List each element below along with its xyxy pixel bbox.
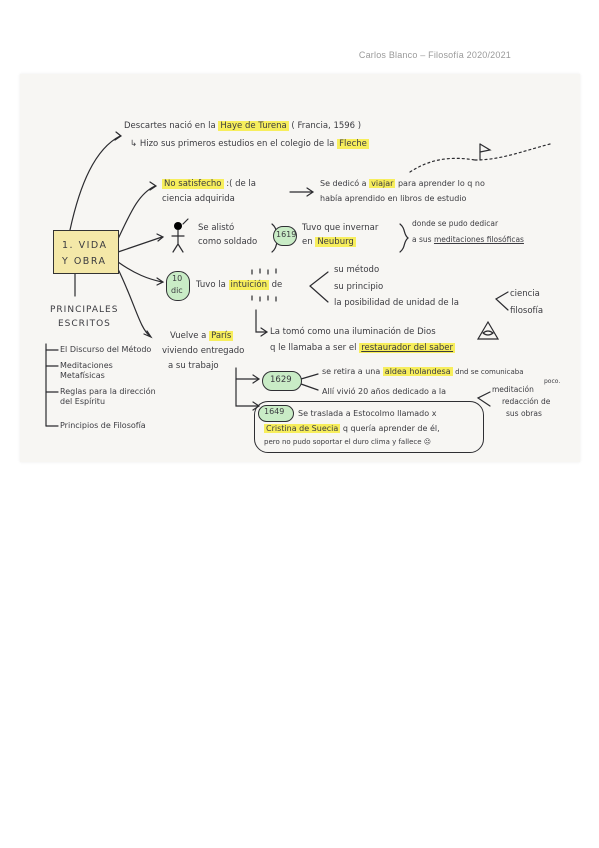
satisfied-line2: ciencia adquirida xyxy=(162,194,235,204)
studies-place-highlight: Fleche xyxy=(337,139,369,149)
connector-lines xyxy=(45,131,551,427)
twenty-years-line: Allí vivió 20 años dedicado a la xyxy=(322,387,447,396)
birth-line: Descartes nació en la Haye de Turena ( F… xyxy=(124,121,362,131)
meditate-line2: a sus meditaciones filosóficas xyxy=(412,235,524,244)
studies-line: ↳ Hizo sus primeros estudios en el coleg… xyxy=(130,139,369,149)
unity-item-2: filosofía xyxy=(510,306,544,316)
stockholm-line3: pero no pudo soportar el duro clima y fa… xyxy=(264,438,432,446)
illumination-line2: q le llamaba a ser el restaurador del sa… xyxy=(270,343,456,353)
stockholm-oval xyxy=(254,401,484,453)
holland-tiny: poco. xyxy=(544,378,561,385)
main-node-vida-obra xyxy=(53,230,119,274)
winter-line2: en Neuburg xyxy=(302,237,356,247)
winter-line1: Tuvo que invernar xyxy=(302,223,379,233)
paris-line1: Vuelve a París xyxy=(170,331,234,341)
year-1649: 1649 xyxy=(264,407,285,416)
unity-item-1: ciencia xyxy=(510,289,540,299)
meditate-line1: donde se pudo dedicar xyxy=(412,219,499,228)
escritos-title-line2: ESCRITOS xyxy=(58,319,111,329)
paris-line2: viviendo entregado xyxy=(162,346,245,356)
escritos-item-4: Principios de Filosofía xyxy=(60,421,146,430)
escritos-item-3b: del Espíritu xyxy=(60,397,106,406)
intuition-item-2: su principio xyxy=(334,282,384,292)
satisfied-line1: No satisfecho :( de la xyxy=(162,179,256,189)
stockholm-line1: Se traslada a Estocolmo llamado x xyxy=(298,409,437,418)
travel-line2: había aprendido en libros de estudio xyxy=(320,194,467,203)
intuition-item-1: su método xyxy=(334,265,380,275)
escritos-item-1: El Discurso del Método xyxy=(60,345,152,354)
mind-map-sheet: 1. VIDA Y OBRA PRINCIPALES ESCRITOS El D… xyxy=(20,74,580,462)
intuition-item-3: la posibilidad de unidad de la xyxy=(334,298,459,308)
main-node-line1: 1. VIDA xyxy=(62,240,108,251)
date-dic: dic xyxy=(171,286,183,295)
soldier-line1: Se alistó xyxy=(198,223,235,233)
year-1629: 1629 xyxy=(270,375,292,385)
year-1619-badge xyxy=(273,226,297,246)
paris-line3: a su trabajo xyxy=(168,361,219,371)
date-10: 10 xyxy=(172,274,183,283)
soldier-line2: como soldado xyxy=(198,237,258,247)
year-1649-badge xyxy=(258,405,294,422)
birth-place-highlight: Haye de Turena xyxy=(218,121,289,131)
escritos-item-2b: Metafísicas xyxy=(60,371,105,380)
page-header: Carlos Blanco – Filosofía 2020/2021 xyxy=(358,50,511,60)
illumination-line1: La tomó como una iluminación de Dios xyxy=(270,327,436,337)
holland-line: se retira a una aldea holandesa dnd se c… xyxy=(322,367,524,376)
dedication-item-3: sus obras xyxy=(506,409,542,418)
escritos-item-2: Meditaciones xyxy=(60,361,113,370)
stockholm-line2: Cristina de Suecia q quería aprender de … xyxy=(264,424,440,433)
year-1629-badge xyxy=(262,371,302,391)
date-10-dic-badge xyxy=(166,271,190,301)
year-1619: 1619 xyxy=(276,230,297,239)
dedication-item-1: meditación xyxy=(492,385,534,394)
main-node-line2: Y OBRA xyxy=(62,256,107,267)
travel-line1: Se dedicó a viajar para aprender lo q no xyxy=(320,179,485,188)
intuition-line: Tuvo la intuición de xyxy=(196,280,283,290)
dedication-item-2: redacción de xyxy=(502,397,551,406)
escritos-item-3: Reglas para la dirección xyxy=(60,387,156,396)
escritos-title-line1: PRINCIPALES xyxy=(50,305,119,315)
